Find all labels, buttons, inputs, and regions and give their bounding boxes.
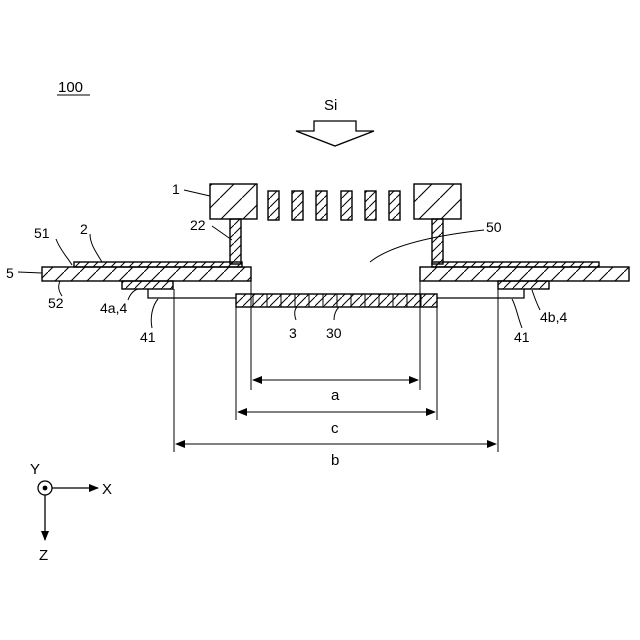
heater-left xyxy=(122,281,173,289)
frame-right xyxy=(420,267,629,281)
electrode-slot xyxy=(341,191,352,220)
frame-left xyxy=(42,267,251,281)
label-lead-right: 41 xyxy=(514,329,530,345)
label-support: 22 xyxy=(190,217,206,233)
label-frame: 5 xyxy=(6,265,14,281)
electrode-row xyxy=(210,184,461,220)
electrode-slot xyxy=(292,191,303,220)
top-layer-right xyxy=(432,262,599,267)
dimension-c-label: c xyxy=(331,420,339,437)
axis-triad: Y X Z xyxy=(30,461,112,564)
label-grid-hole: 30 xyxy=(326,325,342,341)
label-frame-bottom: 52 xyxy=(48,295,64,311)
label-grid: 3 xyxy=(289,325,297,341)
label-lead-left: 41 xyxy=(140,329,156,345)
support-post-left xyxy=(230,219,241,264)
electrode-block-right xyxy=(414,184,461,219)
y-axis-label: Y xyxy=(30,461,40,478)
electrode-slot xyxy=(365,191,376,220)
z-axis-label: Z xyxy=(39,547,48,564)
y-axis-dot xyxy=(43,486,48,491)
figure-number: 100 xyxy=(58,79,83,96)
label-frame-top: 51 xyxy=(34,225,50,241)
electrode-slot xyxy=(316,191,327,220)
x-axis-label: X xyxy=(102,481,112,498)
support-post-right xyxy=(432,219,443,264)
lead-wire-left xyxy=(148,289,236,298)
top-layer-left xyxy=(74,262,242,267)
label-ion-source: 1 xyxy=(172,181,180,197)
dimension-a-label: a xyxy=(331,387,340,404)
electrode-slot xyxy=(268,191,279,220)
electrode-slot xyxy=(389,191,400,220)
electrode-block-left xyxy=(210,184,257,219)
source-label: Si xyxy=(324,97,337,114)
label-opening: 50 xyxy=(486,219,502,235)
heater-right xyxy=(498,281,549,289)
label-heater-left: 4a,4 xyxy=(100,300,127,316)
lead-wire-right xyxy=(437,289,524,298)
label-substrate-layer: 2 xyxy=(80,221,88,237)
label-heater-right: 4b,4 xyxy=(540,309,567,325)
incoming-beam-arrow xyxy=(296,121,374,146)
dimension-b-label: b xyxy=(331,452,339,469)
